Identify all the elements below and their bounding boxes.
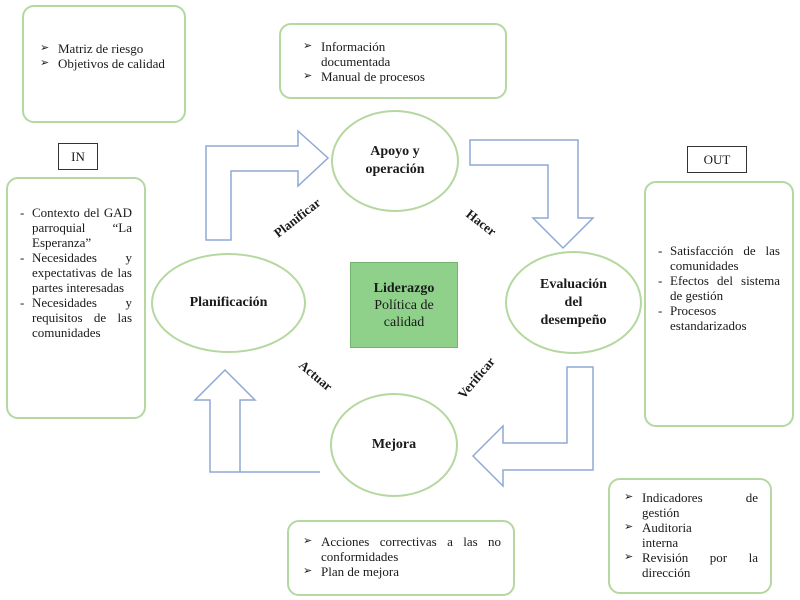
out-box: Satisfacción de las comunidades Efectos … (644, 181, 794, 427)
list-item: Procesos estandarizados (656, 303, 780, 333)
out-label: OUT (687, 146, 747, 173)
list-item: Revisión por la dirección (620, 550, 758, 580)
circle-mejora: Mejora (330, 393, 458, 497)
list-item: Plan de mejora (299, 564, 501, 579)
center-line: Política de (374, 297, 434, 313)
arrow-verificar (471, 366, 594, 488)
in-label: IN (58, 143, 98, 170)
circle-planificacion: Planificación (151, 253, 306, 353)
circle-evaluacion-desempeno: Evaluación del desempeño (505, 251, 642, 354)
circle-label: Evaluación (540, 276, 607, 292)
in-box: Contexto del GAD parroquial “La Esperanz… (6, 177, 146, 419)
center-title: Liderazgo (373, 280, 435, 296)
list-item: Objetivos de calidad (36, 56, 170, 71)
center-line: calidad (383, 314, 425, 330)
list-item: Necesidades y expectativas de las partes… (18, 250, 132, 295)
list-item: Necesidades y requisitos de las comunida… (18, 295, 132, 340)
list-item: Contexto del GAD parroquial “La Esperanz… (18, 205, 132, 250)
top-left-box: Matriz de riesgo Objetivos de calidad (22, 5, 186, 123)
list-item: Auditoria interna (620, 520, 758, 550)
circle-label: Planificación (189, 295, 268, 310)
list-item: Satisfacción de las comunidades (656, 243, 780, 273)
list-item: Indicadores de gestión (620, 490, 758, 520)
arrow-hacer (469, 139, 595, 250)
bottom-center-box: Acciones correctivas a las no conformida… (287, 520, 515, 596)
list-item: Manual de procesos (299, 69, 491, 84)
circle-label: Apoyo y (370, 144, 420, 159)
circle-label: del (564, 294, 583, 310)
list-item: Acciones correctivas a las no conformida… (299, 534, 501, 564)
top-center-box: Información documentada Manual de proces… (279, 23, 507, 99)
list-item: Matriz de riesgo (36, 41, 170, 56)
circle-apoyo-operacion: Apoyo y operación (331, 110, 459, 212)
list-item: Efectos del sistema de gestión (656, 273, 780, 303)
list-item: Información documentada (299, 39, 491, 69)
arrow-actuar (193, 368, 320, 473)
circle-label: Mejora (371, 437, 417, 452)
bottom-right-box: Indicadores de gestión Auditoria interna… (608, 478, 772, 594)
circle-label: operación (365, 162, 425, 177)
center-liderazgo: Liderazgo Política de calidad (350, 262, 458, 348)
arrow-planificar (205, 129, 330, 241)
circle-label: desempeño (540, 312, 607, 328)
